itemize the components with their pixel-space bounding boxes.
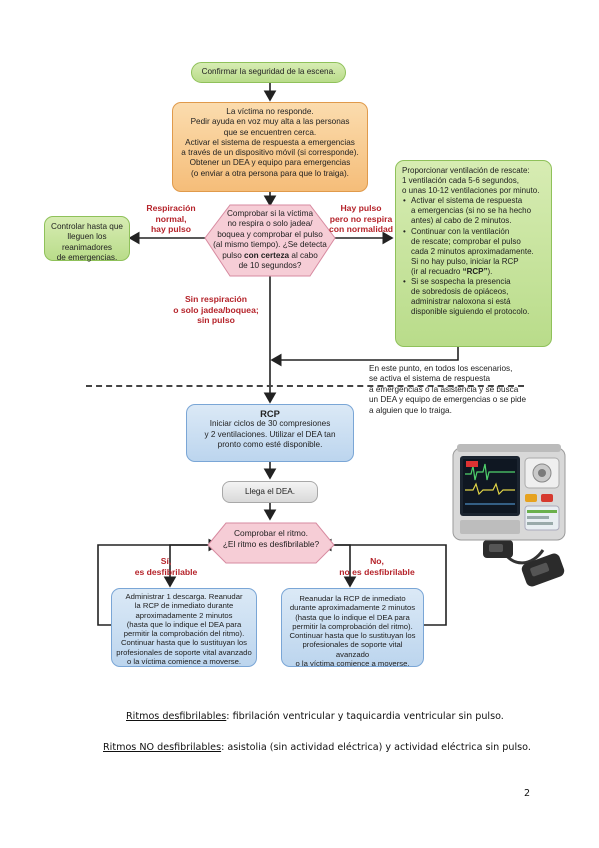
monitor-line: lleguen los reanimadores xyxy=(61,232,113,252)
check-line: no respira o solo jadea/ xyxy=(227,219,313,229)
rescue-bullet-1: • Activar el sistema de respuesta a emer… xyxy=(403,196,532,226)
no-response-line: que se encuentren cerca. xyxy=(223,127,317,137)
check-line: de 10 segundos? xyxy=(238,261,302,271)
check-line-pulse: pulso con certeza al cabo xyxy=(222,250,318,260)
no-response-line: Pedir ayuda en voz muy alta a las person… xyxy=(190,117,350,127)
arrow-nonshockable-loop xyxy=(320,538,447,626)
no-response-box: La víctima no responde. Pedir ayuda en v… xyxy=(172,102,368,192)
footer-nonshockable-label: Ritmos NO desfibrilables xyxy=(103,742,222,753)
rescue-breathing-box: Proporcionar ventilación de rescate: 1 v… xyxy=(395,160,552,347)
aed-arrives-box: Llega el DEA. xyxy=(222,481,318,503)
label-pulse-no-breathing: Hay pulso pero no respira con normalidad xyxy=(329,203,393,234)
arrow-shockable-loop xyxy=(97,538,220,626)
shockable-box: Administrar 1 descarga. Reanudar la RCP … xyxy=(111,588,257,667)
footer-shockable-text: : fibrilación ventricular y taquicardia … xyxy=(226,711,504,722)
check-breathing-diamond-shape xyxy=(204,204,336,277)
monitor-line: de emergencias. xyxy=(56,252,118,262)
monitor-box: Controlar hasta que lleguen los reanimad… xyxy=(44,216,130,262)
no-response-line: La víctima no responde. xyxy=(226,107,314,116)
check-rhythm-text: Comprobar el ritmo. ¿El ritmo es desfibr… xyxy=(222,528,320,549)
footer-shockable: Ritmos desfibrilables: fibrilación ventr… xyxy=(126,711,504,722)
footer-nonshockable-text: : asistolia (sin actividad eléctrica) y … xyxy=(221,742,531,753)
label-no-breathing-no-pulse: Sin respiración o solo jadea/boquea; sin… xyxy=(173,294,259,325)
check-line: Comprobar si la víctima xyxy=(227,209,313,218)
label-normal-breathing: Respiración normal, hay pulso xyxy=(146,203,196,234)
rescue-bullet-3: • Si se sospecha la presencia de sobredo… xyxy=(403,277,530,317)
check-rhythm-diamond-shape xyxy=(207,522,335,564)
check-line: (al mismo tiempo). ¿Se detecta xyxy=(213,240,327,250)
no-response-line: Obtener un DEA y equipo para emergencias xyxy=(189,158,351,168)
note-text: En este punto, en todos los escenarios, … xyxy=(369,364,527,415)
rcp-title: RCP xyxy=(260,408,280,419)
no-response-line: Activar el sistema de respuesta a emerge… xyxy=(185,137,355,147)
page-number: 2 xyxy=(524,788,531,799)
dashed-separator xyxy=(86,385,524,387)
check-line: boquea y comprobar el pulso xyxy=(217,229,323,239)
monitor-line: Controlar hasta que xyxy=(51,222,123,231)
no-response-line: (o enviar a otra persona para que lo tra… xyxy=(191,168,349,178)
label-nonshockable: No, no es desfibrilable xyxy=(339,556,415,577)
arrow-rescue-to-rcp xyxy=(270,347,459,367)
rcp-box: RCP Iniciar ciclos de 30 compresiones y … xyxy=(186,404,354,462)
confirm-scene-text: Confirmar la seguridad de la escena. xyxy=(201,67,336,76)
aed-device-image xyxy=(452,444,566,587)
check-breathing-text: Comprobar si la víctima no respira o sol… xyxy=(212,209,328,271)
label-shockable: Sí, es desfibrilable xyxy=(134,556,198,577)
rescue-bullet-2: • Continuar con la ventilación de rescat… xyxy=(403,226,534,276)
no-response-line: a través de un dispositivo móvil (si cor… xyxy=(181,148,359,158)
footer-nonshockable: Ritmos NO desfibrilables: asistolia (sin… xyxy=(103,742,531,753)
confirm-scene-box: Confirmar la seguridad de la escena. xyxy=(191,62,346,83)
footer-shockable-label: Ritmos desfibrilables xyxy=(126,711,227,722)
nonshockable-box: Reanudar la RCP de inmediato durante apr… xyxy=(281,588,424,668)
